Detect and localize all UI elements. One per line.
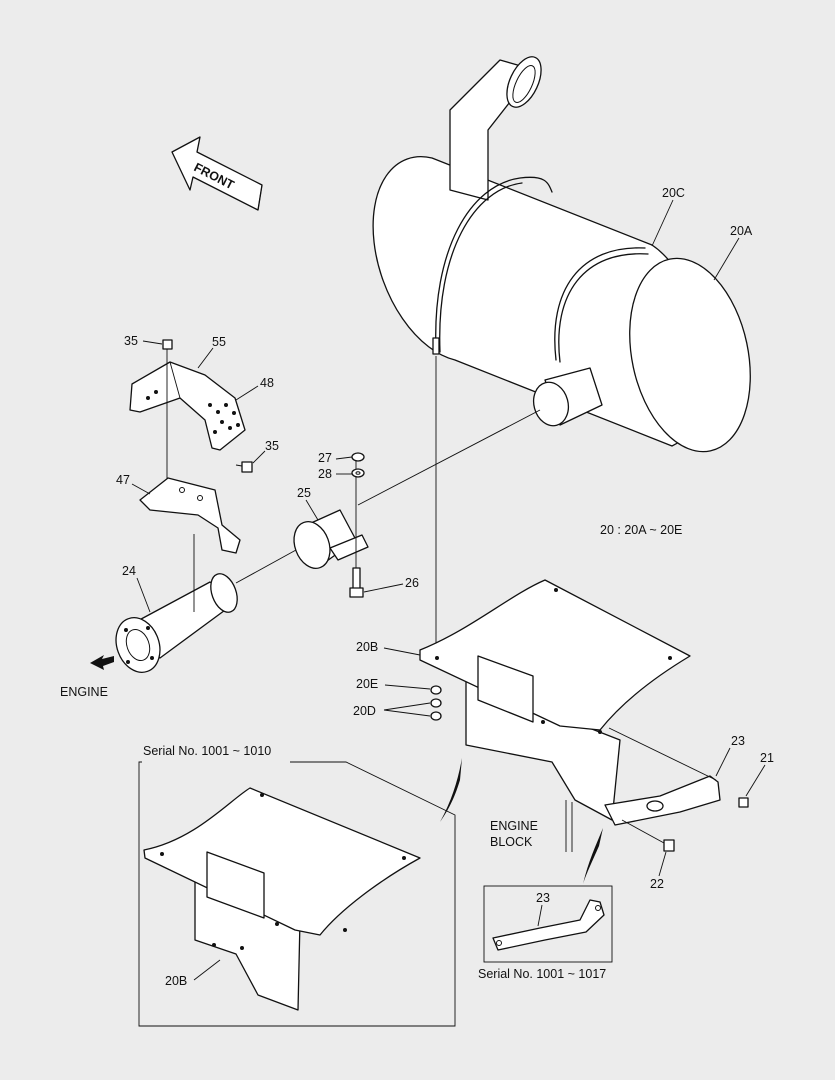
inset-right-pointer	[583, 828, 603, 884]
callout-35-bottom: 35	[265, 439, 279, 453]
callout-26: 26	[405, 576, 419, 590]
nut-27	[351, 452, 365, 462]
callout-21: 21	[760, 751, 774, 765]
callout-25: 25	[297, 486, 311, 500]
callout-35-top: 35	[124, 334, 138, 348]
exhaust-pipe-24	[115, 534, 238, 673]
engine-block-label-line1: ENGINE	[490, 819, 538, 833]
callout-24: 24	[122, 564, 136, 578]
bolt-26	[349, 567, 364, 598]
bolt-21	[738, 797, 749, 808]
callout-28: 28	[318, 467, 332, 481]
bolt-22	[621, 819, 675, 852]
inset-left-title: Serial No. 1001 ~ 1010	[143, 744, 271, 758]
bolt-35-bottom	[235, 461, 253, 473]
callout-22: 22	[650, 877, 664, 891]
inset-serial-1001-1010: Serial No. 1001 ~ 1010	[138, 744, 456, 1027]
callout-23-inset: 23	[536, 891, 550, 905]
muffler-20A	[372, 56, 751, 453]
bracket-47	[139, 477, 241, 554]
callout-20A: 20A	[730, 224, 753, 238]
stay-23	[604, 727, 721, 826]
engine-arrow	[90, 655, 114, 670]
callout-23: 23	[731, 734, 745, 748]
callout-48: 48	[260, 376, 274, 390]
callout-27: 27	[318, 451, 332, 465]
inset-left-pointer	[440, 758, 462, 822]
support-bracket-20B	[419, 579, 691, 852]
engine-block-label-line2: BLOCK	[490, 835, 533, 849]
washer-28	[351, 468, 365, 478]
inset-serial-1001-1017	[483, 885, 613, 963]
callout-20D: 20D	[353, 704, 376, 718]
callout-20C: 20C	[662, 186, 685, 200]
callout-20B-inset: 20B	[165, 974, 187, 988]
inset-right-title: Serial No. 1001 ~ 1017	[478, 967, 606, 981]
bolt-35-top	[162, 339, 173, 490]
engine-label: ENGINE	[60, 685, 108, 699]
nut-20D	[430, 698, 442, 721]
washer-20E	[430, 685, 442, 695]
clamp-25	[293, 460, 369, 590]
range-note: 20 : 20A ~ 20E	[600, 523, 682, 537]
callout-47: 47	[116, 473, 130, 487]
callout-20E: 20E	[356, 677, 378, 691]
callout-55: 55	[212, 335, 226, 349]
front-arrow: FRONT	[171, 136, 263, 211]
heat-shield-48	[129, 361, 246, 451]
callout-20B: 20B	[356, 640, 378, 654]
